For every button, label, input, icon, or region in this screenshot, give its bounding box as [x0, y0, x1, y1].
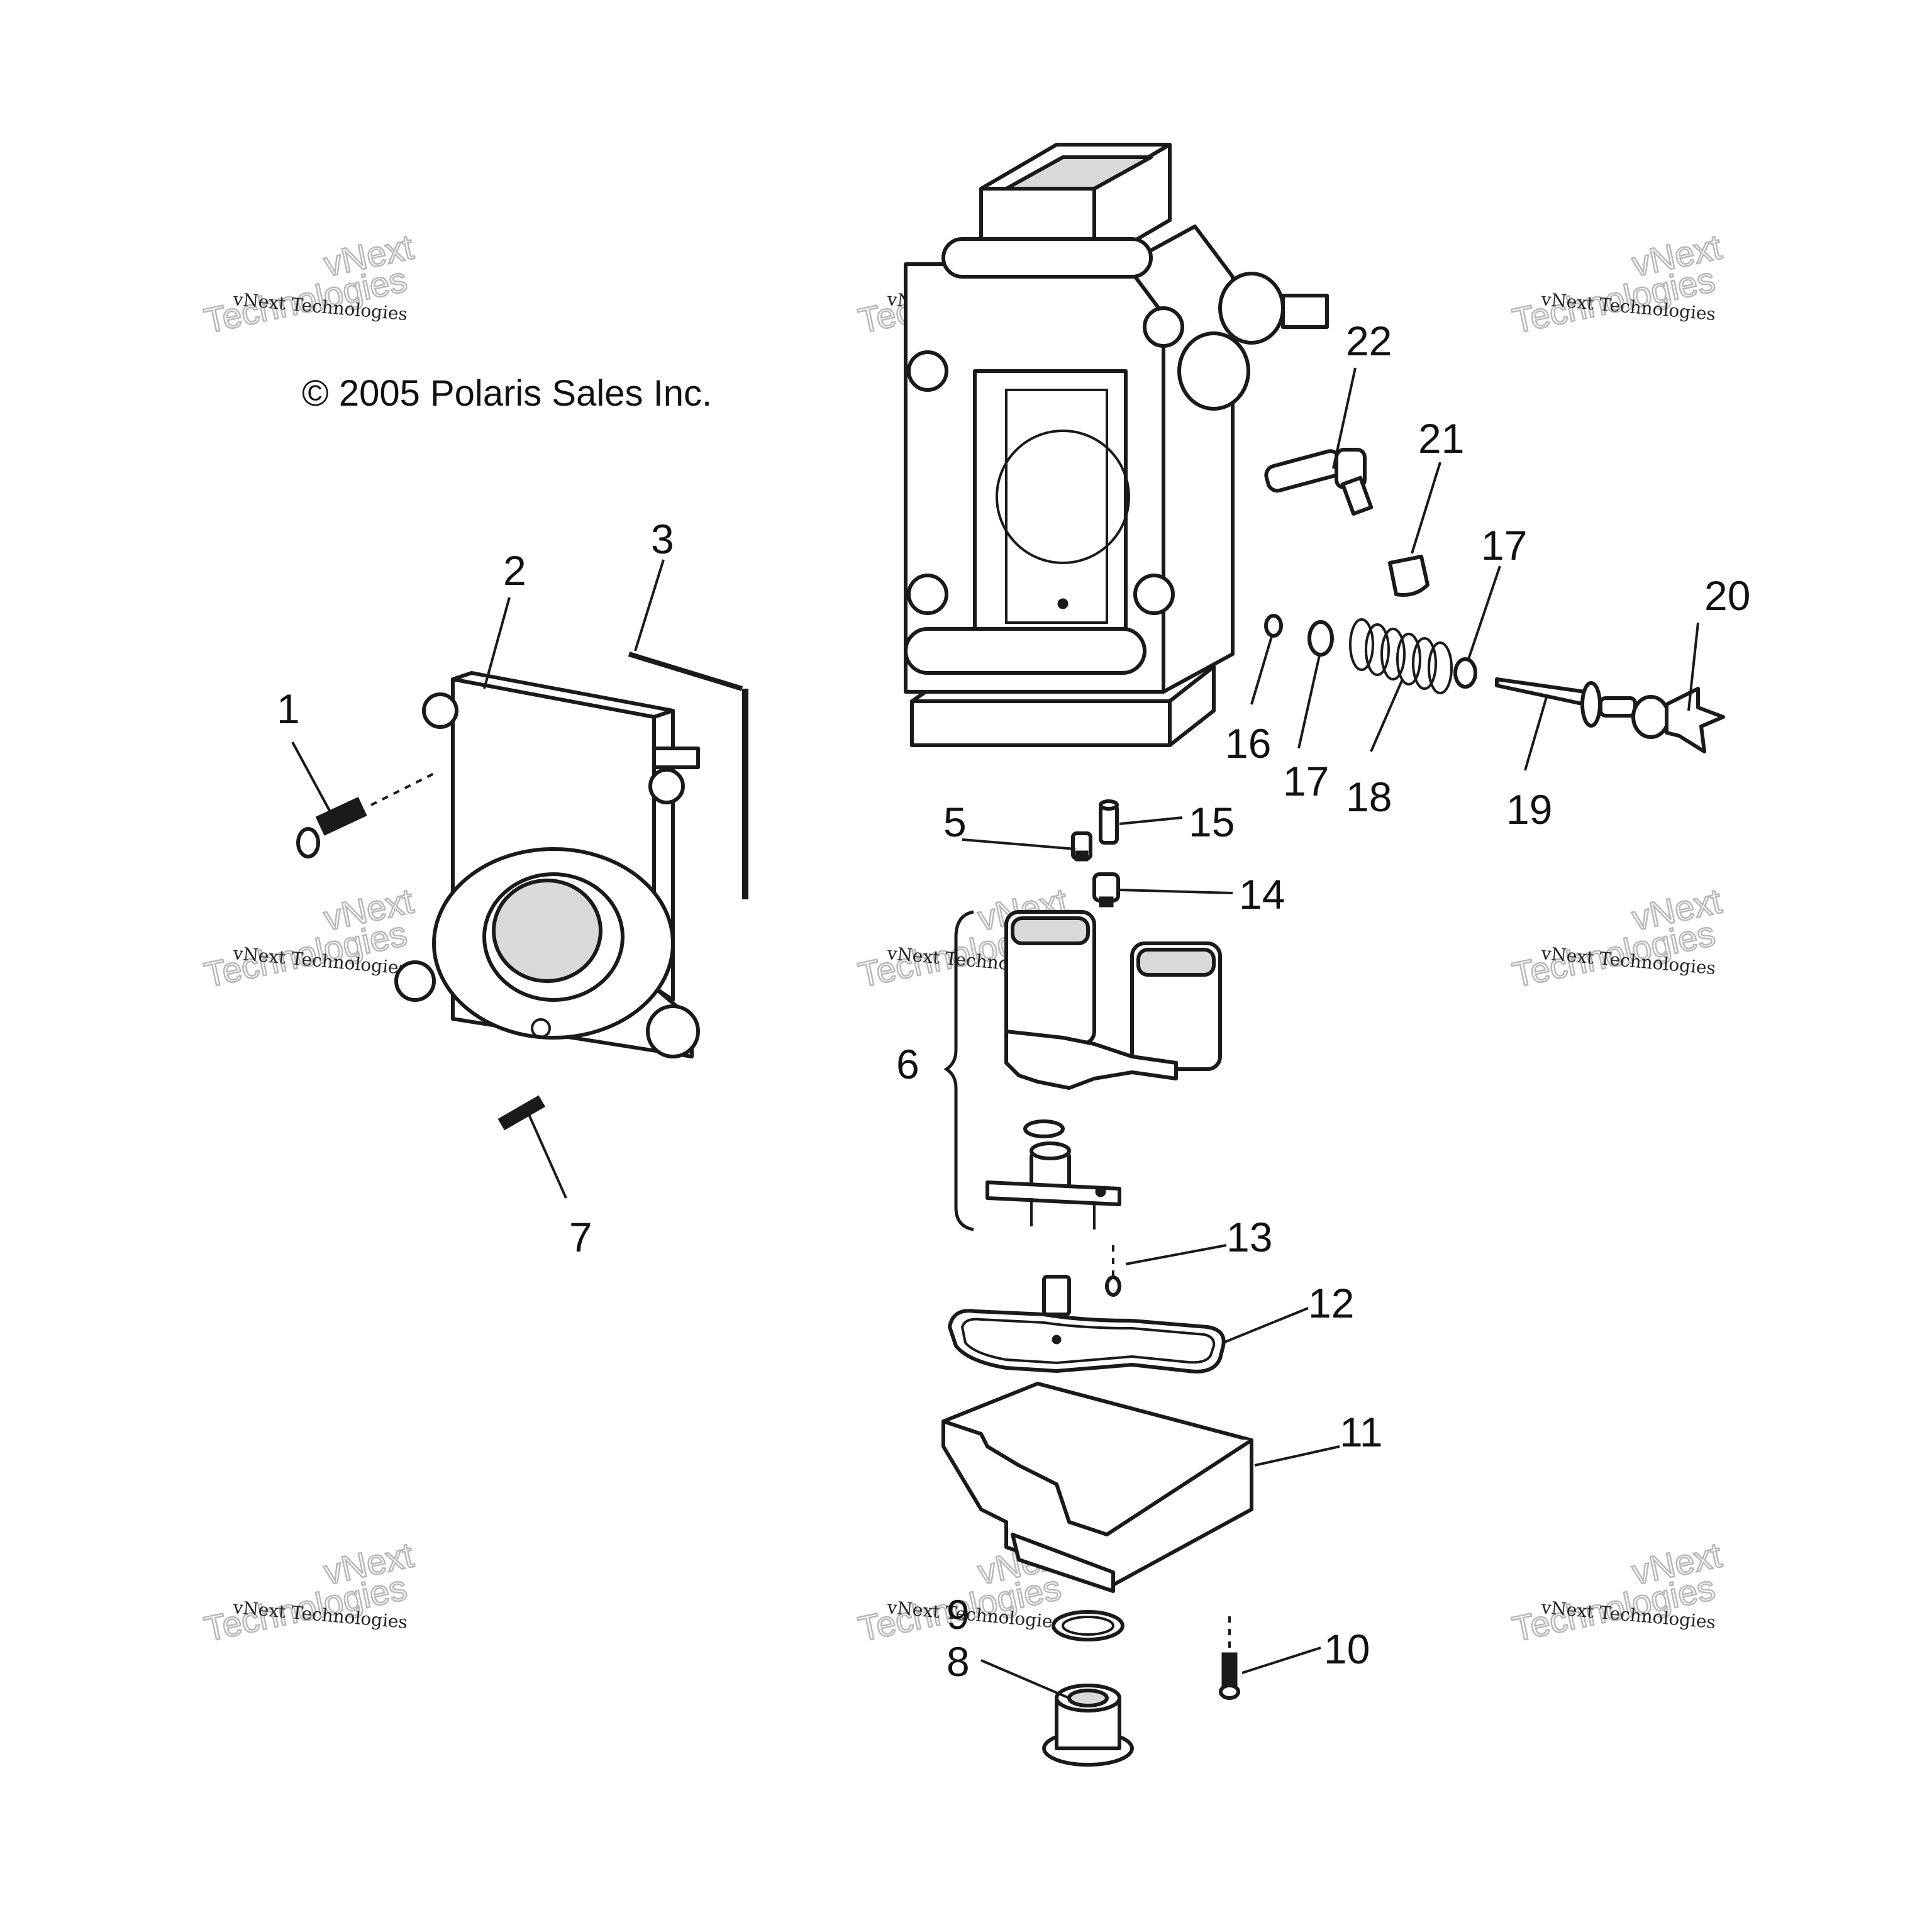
leader-5 [962, 838, 1076, 850]
o-ring-icon [1052, 1610, 1124, 1641]
callout-9: 9 [947, 1591, 970, 1638]
callout-5: 5 [943, 799, 967, 845]
jet-icon [1092, 872, 1120, 908]
callout-8: 8 [947, 1638, 970, 1685]
leader-16 [1250, 636, 1273, 705]
leader-3 [634, 559, 665, 652]
leader-21 [1411, 462, 1441, 554]
float-bowl-icon [941, 1382, 1253, 1593]
leader-2 [483, 597, 511, 689]
watermark: vNext Technologies vNext Technologies [1508, 1534, 1726, 1650]
screw-icon [296, 772, 435, 858]
jet-icon [1071, 831, 1092, 862]
leader-17a [1297, 655, 1321, 749]
callout-3: 3 [651, 516, 674, 562]
leader-8 [980, 1659, 1070, 1699]
spring-icon [1349, 618, 1453, 694]
callout-labels: 1 2 3 5 6 7 8 9 10 11 12 13 14 15 16 17 … [277, 318, 1750, 1685]
watermark: vNext Technologies vNext Technologies [200, 1534, 418, 1650]
carburetor-body-icon [904, 143, 1329, 747]
callout-21: 21 [1418, 415, 1464, 462]
leader-10 [1241, 1646, 1321, 1674]
jet-icon [1099, 799, 1119, 845]
watermark: vNext Technologies vNext Technologies [1508, 880, 1726, 996]
watermark: vNext Technologies vNext Technologies [1508, 226, 1726, 341]
leader-12 [1223, 1307, 1309, 1344]
leader-18 [1370, 679, 1404, 752]
float-assembly-icon [943, 910, 1222, 1231]
callout-19: 19 [1506, 786, 1552, 833]
intake-cover-plate-icon [394, 671, 700, 1058]
callout-7: 7 [569, 1214, 592, 1260]
gasket-icon [948, 1275, 1226, 1374]
leader-22 [1332, 367, 1357, 469]
leader-13 [1125, 1244, 1227, 1265]
leader-15 [1119, 816, 1183, 825]
callout-12: 12 [1308, 1280, 1354, 1326]
leader-11 [1254, 1445, 1340, 1467]
leader-14 [1119, 889, 1233, 894]
watermark: vNext Technologies vNext Technologies [200, 880, 418, 996]
callout-1: 1 [277, 686, 300, 732]
copyright-notice: © 2005 Polaris Sales Inc. [302, 373, 712, 414]
cap-icon [1388, 555, 1430, 597]
knob-icon [1631, 687, 1725, 753]
callout-22: 22 [1346, 318, 1392, 364]
callout-20: 20 [1704, 572, 1750, 619]
callout-15: 15 [1189, 799, 1235, 845]
leader-20 [1687, 622, 1699, 711]
callout-2: 2 [503, 547, 526, 594]
screw-icon [1219, 1616, 1240, 1700]
leader-7 [527, 1113, 567, 1199]
callout-10: 10 [1324, 1626, 1370, 1672]
callout-17b: 17 [1481, 522, 1527, 569]
callout-14: 14 [1239, 871, 1285, 918]
elbow-fitting-icon [1264, 448, 1374, 516]
pin-icon [497, 1095, 546, 1131]
needle-screw-icon [1495, 677, 1637, 728]
washer-icon [1453, 657, 1477, 689]
leader-lines [291, 367, 1699, 1699]
o-ring-icon [1264, 614, 1283, 638]
callout-11: 11 [1340, 1409, 1383, 1455]
callout-18: 18 [1346, 774, 1392, 820]
washer-icon [1307, 620, 1334, 657]
callout-17a: 17 [1283, 758, 1329, 804]
callout-16: 16 [1225, 720, 1271, 767]
watermark: vNext Technologies vNext Technologies [200, 226, 418, 341]
callout-6: 6 [896, 1041, 919, 1087]
rod-icon [628, 652, 748, 899]
leader-1 [291, 741, 335, 818]
screw-icon [1105, 1245, 1121, 1297]
callout-13: 13 [1226, 1214, 1272, 1260]
leader-17b [1467, 565, 1501, 660]
drain-plug-icon [1042, 1684, 1134, 1767]
leader-19 [1524, 694, 1548, 771]
